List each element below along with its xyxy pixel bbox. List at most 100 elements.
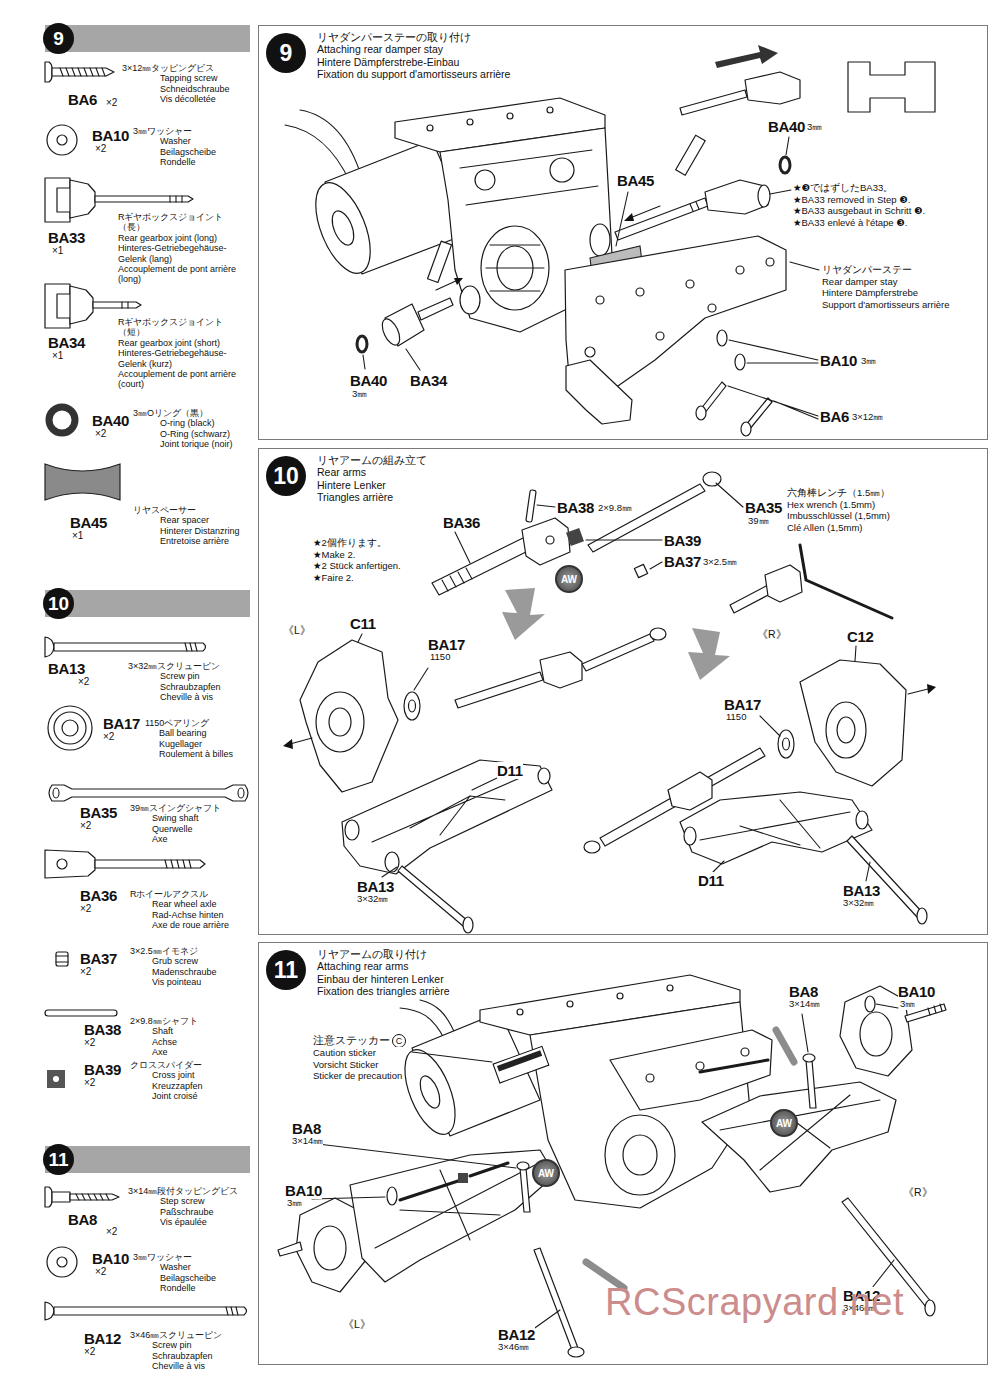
part-screw-ba6 — [45, 62, 114, 82]
watermark: RCScrapyard.net — [605, 1281, 904, 1325]
part-code: BA33 — [48, 229, 85, 246]
gearbox-illustration — [428, 241, 452, 282]
text-stack: 3㎜Oリング（黒）O-ring (black)O-Ring (schwarz)J… — [133, 408, 250, 450]
part-code: BA34 — [48, 334, 85, 351]
gearbox-illustration — [585, 347, 595, 357]
quantity: ×2 — [84, 1077, 95, 1089]
rear-arm-illustration — [703, 472, 721, 486]
gearbox-illustration — [460, 286, 480, 314]
step-number: 11 — [43, 1144, 74, 1175]
chassis-illustration — [278, 1242, 302, 1256]
note-text: Caution sticker — [313, 1047, 402, 1059]
part-joint-ba33 — [45, 178, 70, 222]
gearbox-illustration — [486, 245, 544, 291]
quantity: ×2 — [95, 143, 106, 155]
symbol-text: AW — [538, 1168, 554, 1179]
part-shaft-ba38 — [45, 1010, 117, 1016]
part-description: Entretoise arrière — [160, 536, 250, 546]
symbol-text: AW — [561, 574, 577, 585]
chassis-illustration — [928, 1004, 942, 1015]
note-text: Vorsicht Sticker — [313, 1059, 402, 1071]
title-block: リヤアームの取り付けAttaching rear armsEinbau der … — [317, 948, 449, 997]
chassis-illustration — [493, 1046, 549, 1083]
title-block: リヤアームの組み立てRear armsHintere LenkerTriangl… — [317, 454, 427, 503]
part-code: BA6 — [820, 408, 849, 425]
part-description: Shaft — [152, 1026, 250, 1036]
part-description: Cheville à vis — [160, 692, 250, 702]
part-code: BA39 — [84, 1061, 121, 1078]
part-description: Kugellager — [159, 739, 250, 749]
part-screw-ba8 — [52, 1192, 70, 1202]
rear-arm-illustration — [584, 841, 600, 853]
chassis-illustration — [806, 1060, 816, 1108]
rear-arm-illustration — [358, 634, 497, 877]
step-title: リヤアームの取り付け — [317, 948, 449, 960]
chassis-illustration — [605, 1115, 675, 1195]
part-description: Schraubzapfen — [160, 682, 250, 692]
part-screw-ba8 — [45, 1187, 119, 1207]
quantity: ×2 — [80, 820, 91, 832]
step-number: 9 — [43, 23, 74, 54]
note-text: 注意ステッカー — [313, 1034, 390, 1046]
quantity: ×1 — [52, 350, 63, 362]
note-text: Hex wrench (1.5mm) — [787, 499, 890, 511]
text-stack: リヤスペーサーRear spacerHinterer DistanzringEn… — [133, 505, 250, 547]
part-shaft-ba35 — [53, 788, 59, 798]
gearbox-illustration — [624, 213, 634, 221]
text-stack: 3×2.5㎜イモネジGrub screwMadenschraubeVis poi… — [130, 946, 250, 988]
note-text: Imbusschlüssel (1,5mm) — [787, 510, 890, 522]
part-description: Hinteres-Getriebegehäuse- Gelenk (kurz) — [118, 348, 250, 369]
part-description: 3㎜Oリング（黒） — [133, 408, 250, 418]
gearbox-illustration — [696, 406, 706, 420]
gearbox-illustration — [328, 208, 358, 248]
text-stack: 39㎜スイングシャフトSwing shaftQuerwelleAxe — [130, 803, 250, 845]
part-code: BA17 — [724, 696, 761, 713]
part-screw-ba8 — [45, 1187, 52, 1207]
part-description: Rギヤボックスジョイント（短） — [118, 317, 250, 338]
rear-arm-illustration — [730, 585, 772, 613]
rear-arm-illustration — [588, 484, 705, 552]
rear-arm-illustration — [566, 528, 584, 546]
part-code: BA37 — [80, 950, 117, 967]
gearbox-illustration — [766, 258, 774, 266]
quantity: ×2 — [95, 1266, 106, 1278]
dimension: 3×14㎜ — [292, 1136, 323, 1147]
part-screw-ba6 — [45, 62, 52, 82]
gearbox-illustration — [717, 330, 727, 346]
chassis-illustration — [741, 1048, 749, 1056]
part-code: BA34 — [410, 372, 447, 389]
part-joint-ba34 — [70, 286, 93, 324]
gearbox-illustration — [590, 224, 610, 256]
gearbox-illustration — [758, 185, 770, 207]
chassis-illustration — [493, 1046, 549, 1083]
part-pin-ba12 — [45, 1302, 54, 1320]
gearbox-illustration — [363, 137, 819, 419]
part-pin-ba12 — [54, 1307, 247, 1315]
step-title: リヤアームの組み立て — [317, 454, 427, 466]
part-description: Roulement à billes — [159, 749, 250, 759]
dimension: 39㎜ — [748, 516, 769, 527]
part-washer-ba10 — [57, 135, 67, 145]
part-description: Rギヤボックスジョイント（長） — [118, 212, 250, 233]
dimension: 3×12㎜ — [852, 412, 883, 423]
gearbox-illustration — [285, 125, 350, 182]
part-description: Hinteres-Getriebegehäuse- Gelenk (lang) — [118, 243, 250, 264]
part-description: Schraubzapfen — [152, 1351, 250, 1361]
step-title: Einbau der hinteren Lenker — [317, 973, 449, 985]
part-spider-ba39 — [53, 1076, 59, 1082]
part-bearing-ba17 — [54, 712, 86, 744]
rear-arm-illustration — [283, 472, 936, 933]
note-text: Hintere Dämpferstrebe — [822, 287, 949, 299]
text-stack: 2×9.8㎜シャフトShaftAchseAxe — [130, 1016, 250, 1058]
rear-arm-illustration — [455, 483, 743, 569]
chassis-illustration — [420, 1000, 456, 1036]
part-code: BA13 — [48, 660, 85, 677]
dimension: 3㎜ — [861, 356, 876, 367]
part-description: Rad-Achse hinten — [152, 910, 250, 920]
part-description: クロススパイダー — [130, 1060, 250, 1070]
rear-arm-illustration — [800, 545, 892, 618]
gearbox-illustration — [357, 336, 367, 352]
text-stack: 3×12㎜タッピングビスTapping screwSchneidschraube… — [122, 63, 250, 105]
text-stack: 六角棒レンチ（1.5㎜）Hex wrench (1.5mm)Imbusschlü… — [787, 487, 890, 533]
part-description: Achse — [152, 1037, 250, 1047]
